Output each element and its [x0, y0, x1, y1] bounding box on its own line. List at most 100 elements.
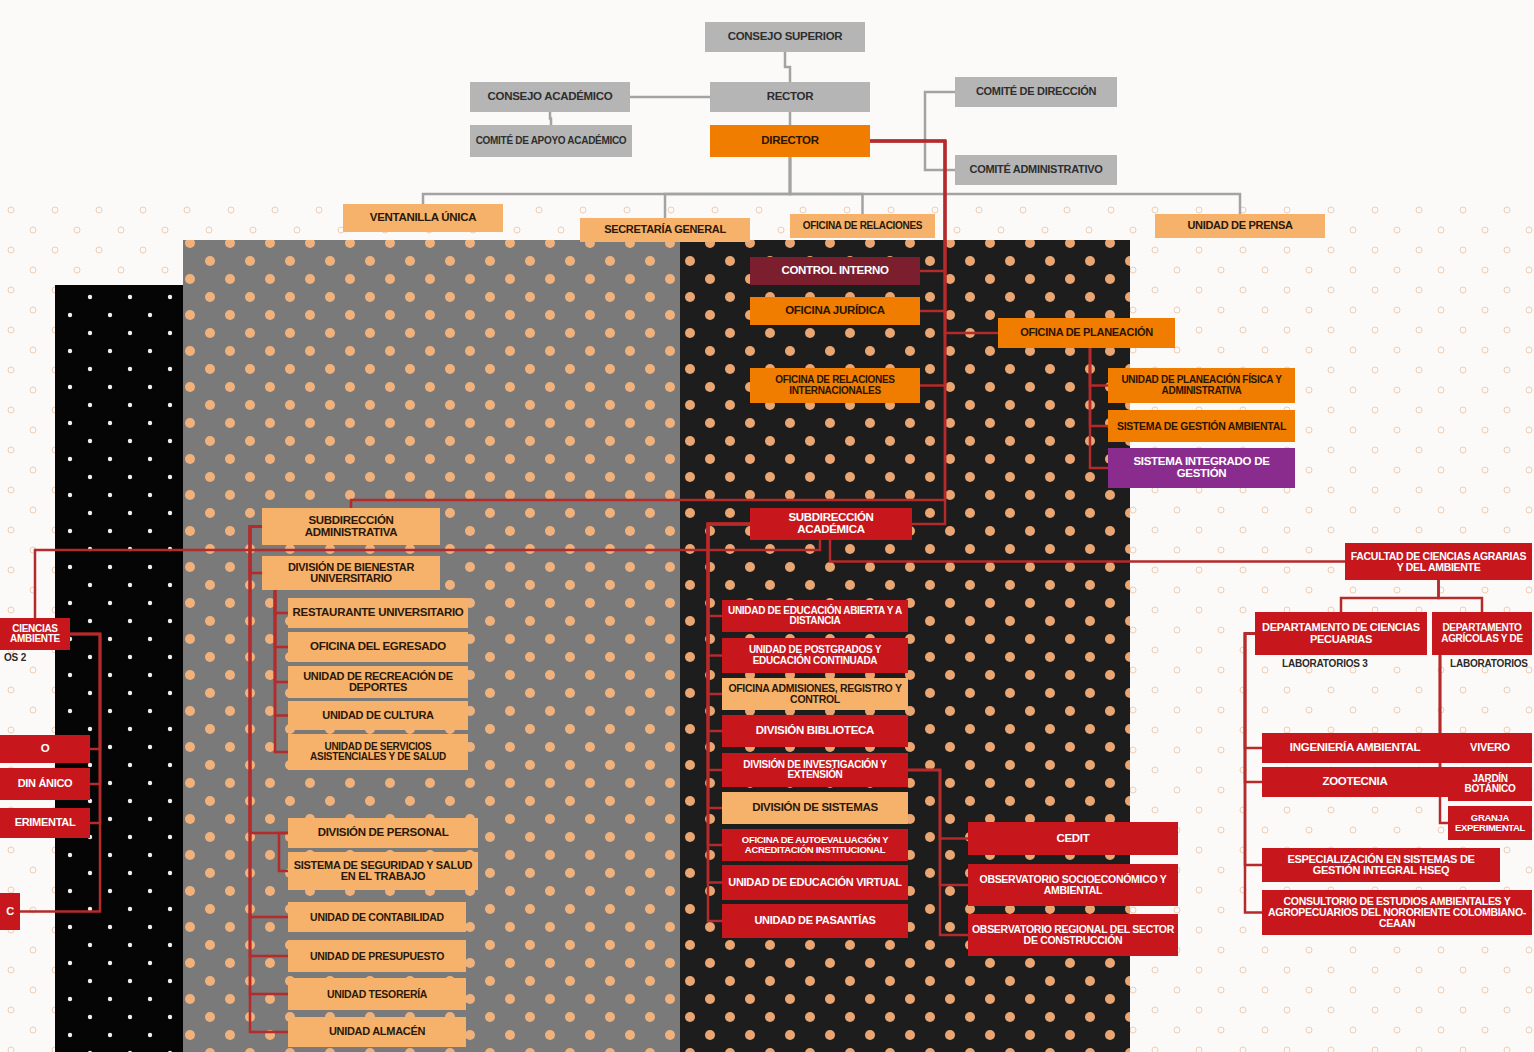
connector-line [789, 112, 792, 125]
org-box: UNIDAD TESORERÍA [288, 978, 466, 1010]
org-box: UNIDAD ALMACÉN [288, 1017, 466, 1047]
connector-line [279, 833, 288, 871]
org-box: ESPECIALIZACIÓN EN SISTEMAS DE GESTIÓN I… [1262, 848, 1500, 882]
connector-line [275, 590, 288, 752]
box-label: UNIDAD DE PLANEACIÓN FÍSICA Y ADMINISTRA… [1112, 375, 1291, 396]
org-box: OFICINA DE RELACIONES INTERNACIONALES [750, 368, 920, 403]
box-label: COMITÉ ADMINISTRATIVO [959, 164, 1113, 175]
box-label: DEPARTAMENTO DE CIENCIAS PECUARIAS [1259, 622, 1423, 645]
box-label: FACULTAD DE CIENCIAS AGRARIAS Y DEL AMBI… [1349, 551, 1528, 573]
connector-line [1090, 348, 1108, 386]
org-box: SISTEMA INTEGRADO DE GESTIÓN [1108, 448, 1295, 488]
box-label: SISTEMA INTEGRADO DE GESTIÓN [1112, 456, 1291, 480]
org-box: DEPARTAMENTO AGRÍCOLAS Y DE [1432, 612, 1532, 655]
org-box: JARDÍN BOTÁNICO [1448, 767, 1532, 801]
box-label: CONSEJO ACADÉMICO [474, 91, 626, 103]
box-label: DIVISIÓN DE PERSONAL [292, 827, 474, 839]
connector-line [790, 157, 863, 214]
box-label: UNIDAD DE PRENSA [1159, 220, 1321, 231]
box-label: SUBDIRECCIÓN ADMINISTRATIVA [266, 515, 436, 539]
box-label: OFICINA DE RELACIONES INTERNACIONALES [754, 375, 916, 396]
org-box: DEPARTAMENTO DE CIENCIAS PECUARIAS [1255, 612, 1427, 655]
box-label: JARDÍN BOTÁNICO [1452, 774, 1528, 795]
box-label: OBSERVATORIO REGIONAL DEL SECTOR DE CONS… [972, 924, 1174, 946]
box-label: OFICINA DEL EGRESADO [292, 641, 464, 653]
box-label: SUBDIRECCIÓN ACADÉMICA [754, 512, 908, 536]
connector-line [870, 141, 945, 271]
box-label: OFICINA DE AUTOEVALUACIÓN Y ACREDITACIÓN… [726, 835, 904, 855]
connector-line [275, 590, 288, 647]
box-label: UNIDAD DE PASANTÍAS [726, 915, 904, 926]
org-box: VENTANILLA ÚNICA [343, 204, 503, 232]
connector-line [1090, 348, 1108, 426]
org-box: CONSEJO SUPERIOR [705, 22, 865, 52]
box-label: VENTANILLA ÚNICA [347, 212, 499, 224]
box-label: O [4, 743, 86, 755]
box-label: DIRECTOR [714, 135, 866, 147]
org-box: DIN ÁNICO [0, 768, 90, 800]
box-label: CIENCIAS AMBIENTE [4, 624, 66, 645]
org-box: CONSULTORIO DE ESTUDIOS AMBIENTALES Y AG… [1262, 890, 1532, 935]
box-label: DIVISIÓN DE SISTEMAS [726, 802, 904, 814]
connector-line [708, 524, 750, 656]
connector-line [250, 527, 288, 957]
org-box: UNIDAD DE EDUCACIÓN VIRTUAL [722, 865, 908, 900]
box-label: GRANJA EXPERIMENTAL [1452, 813, 1528, 833]
box-label: VIVERO [1452, 742, 1528, 753]
box-label: UNIDAD DE EDUCACIÓN VIRTUAL [726, 877, 904, 888]
box-label: DEPARTAMENTO AGRÍCOLAS Y DE [1436, 623, 1528, 644]
org-box: COMITÉ DE DIRECCIÓN [955, 77, 1117, 107]
connector-line [870, 141, 955, 170]
connector-line [830, 540, 1345, 562]
org-box: GRANJA EXPERIMENTAL [1448, 806, 1532, 840]
box-label: OFICINA DE PLANEACIÓN [1002, 327, 1171, 338]
org-box: SECRETARÍA GENERAL [580, 218, 750, 242]
annotation-label: LABORATORIOS 3 [1282, 658, 1368, 669]
box-label: ZOOTECNIA [1266, 776, 1444, 788]
connector-line [870, 92, 955, 141]
org-box: UNIDAD DE PRENSA [1155, 214, 1325, 238]
org-box: FACULTAD DE CIENCIAS AGRARIAS Y DEL AMBI… [1345, 543, 1532, 580]
org-box: UNIDAD DE PRESUPUESTO [288, 940, 466, 972]
box-label: INGENIERÍA AMBIENTAL [1266, 742, 1444, 754]
org-box: UNIDAD DE PLANEACIÓN FÍSICA Y ADMINISTRA… [1108, 368, 1295, 403]
org-box: OFICINA DE PLANEACIÓN [998, 318, 1175, 348]
connector-line [1090, 348, 1108, 468]
box-label: CONSULTORIO DE ESTUDIOS AMBIENTALES Y AG… [1266, 896, 1528, 929]
box-label: RECTOR [714, 91, 866, 103]
box-label: COMITÉ DE DIRECCIÓN [959, 86, 1113, 97]
box-label: SISTEMA DE SEGURIDAD Y SALUD EN EL TRABA… [292, 860, 474, 883]
connector-line [908, 770, 968, 885]
box-label: DIVISIÓN BIBLIOTECA [726, 725, 904, 737]
connector-line [665, 157, 790, 218]
annotation-label: LABORATORIOS [1450, 658, 1528, 669]
org-box: DIVISIÓN BIBLIOTECA [722, 715, 908, 747]
org-box: CIENCIAS AMBIENTE [0, 618, 70, 650]
box-label: UNIDAD DE EDUCACIÓN ABIERTA Y A DISTANCI… [726, 606, 904, 627]
connector-line [870, 141, 945, 524]
box-label: UNIDAD DE CONTABILIDAD [292, 912, 462, 923]
org-box: DIVISIÓN DE BIENESTAR UNIVERSITARIO [262, 556, 440, 590]
connector-line [790, 157, 1240, 214]
box-label: UNIDAD DE PRESUPUESTO [292, 951, 462, 962]
org-box: CEDIT [968, 822, 1178, 855]
box-label: CONTROL INTERNO [754, 265, 916, 277]
org-box: OFICINA DE AUTOEVALUACIÓN Y ACREDITACIÓN… [722, 829, 908, 861]
org-box: CONSEJO ACADÉMICO [470, 82, 630, 112]
org-box: DIVISIÓN DE INVESTIGACIÓN Y EXTENSIÓN [722, 753, 908, 787]
org-box: UNIDAD DE PASANTÍAS [722, 904, 908, 938]
box-label: CEDIT [972, 833, 1174, 845]
box-label: UNIDAD ALMACÉN [292, 1026, 462, 1037]
gray-panel [183, 240, 680, 1052]
org-box: UNIDAD DE EDUCACIÓN ABIERTA Y A DISTANCI… [722, 600, 908, 632]
org-box: ERIMENTAL [0, 808, 90, 838]
box-label: DIVISIÓN DE BIENESTAR UNIVERSITARIO [266, 562, 436, 585]
org-box: INGENIERÍA AMBIENTAL [1262, 733, 1448, 763]
org-box: VIVERO [1448, 733, 1532, 763]
box-label: SECRETARÍA GENERAL [584, 224, 746, 235]
org-box: SUBDIRECCIÓN ADMINISTRATIVA [262, 508, 440, 545]
box-label: OFICINA ADMISIONES, REGISTRO Y CONTROL [726, 683, 904, 705]
connector-line [275, 590, 288, 682]
